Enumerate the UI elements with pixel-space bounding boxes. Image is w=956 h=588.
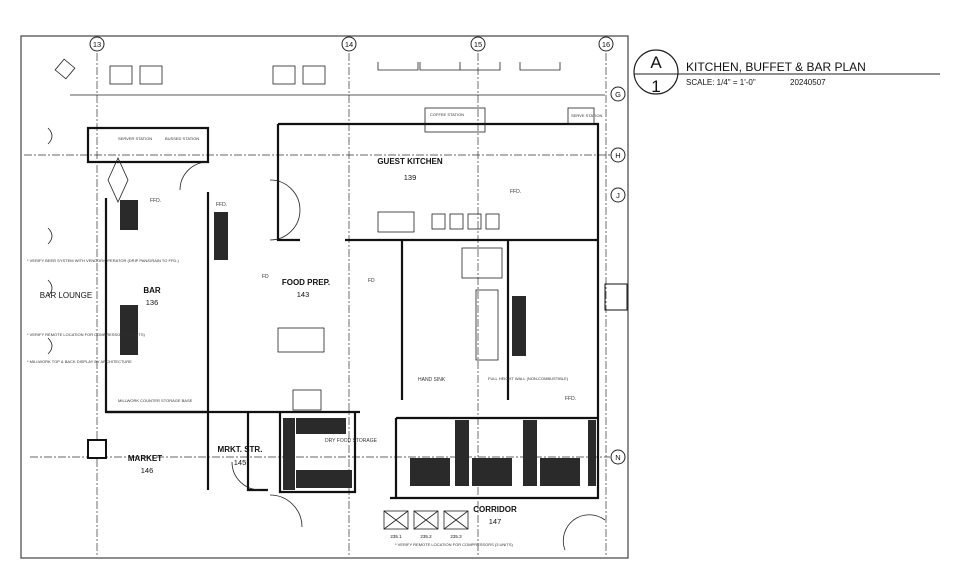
room-market: MARKET — [128, 454, 162, 463]
equipment-shelving — [120, 200, 596, 490]
doors — [47, 127, 606, 551]
svg-text:14: 14 — [345, 40, 353, 49]
grid-bubble-H: H — [610, 147, 626, 163]
drawing-title: KITCHEN, BUFFET & BAR PLAN — [686, 60, 866, 74]
svg-text:G: G — [615, 90, 621, 99]
detail-number: 1 — [651, 77, 660, 96]
label-fd: FD — [262, 274, 269, 280]
grid-lines — [24, 53, 610, 555]
dining-tables — [54, 58, 561, 85]
label-bussing-station: BUSSED STATION — [165, 136, 199, 141]
grid-bubble-15: 15 — [470, 36, 486, 52]
room-number: 145 — [234, 458, 247, 467]
cooking-line — [377, 211, 500, 233]
label-coffee-station: COFFEE STATION — [430, 112, 464, 117]
room-guest-kitchen: GUEST KITCHEN — [377, 157, 443, 166]
grid-bubble-J: J — [610, 187, 626, 203]
grid-bubble-13: 13 — [89, 36, 105, 52]
grid-bubble-N: N — [610, 449, 626, 465]
svg-text:15: 15 — [474, 40, 482, 49]
drawing-scale: SCALE: 1/4" = 1'-0" — [686, 78, 756, 87]
structural-column — [87, 439, 107, 459]
grid-bubble-16: 16 — [598, 36, 614, 52]
coffee-station — [424, 107, 486, 133]
svg-text:H: H — [615, 151, 620, 160]
room-number: 143 — [297, 290, 310, 299]
room-bar: BAR — [143, 286, 161, 295]
drawing-date: 20240507 — [790, 78, 826, 87]
svg-text:13: 13 — [93, 40, 101, 49]
note-compressors-bar: * VERIFY REMOTE LOCATION FOR COMPRESSORS… — [27, 332, 146, 337]
walls — [86, 122, 600, 500]
label-serve-station: SERVE STATION — [571, 113, 602, 118]
drawing-border — [20, 35, 629, 559]
note-millwork-counter: MILLWORK COUNTER STORAGE BASE — [118, 398, 193, 403]
label-ffd: FFD. — [510, 189, 521, 195]
svg-text:16: 16 — [602, 40, 610, 49]
room-food-prep: FOOD PREP. — [282, 278, 330, 287]
equipment-tag: 235.3 — [450, 534, 462, 539]
label-fd: FD — [368, 278, 375, 284]
note-millwork: * MILLWORK TOP & BACK DISPLAY BY ARCHITE… — [27, 359, 132, 364]
room-corridor: CORRIDOR — [473, 505, 517, 514]
grid-bubble-G: G — [610, 86, 626, 102]
note-full-height-wall: FULL HEIGHT WALL (NON-COMBUSTIBLE) — [488, 376, 569, 381]
detail-letter: A — [650, 53, 662, 72]
serve-station — [567, 107, 595, 125]
note-beer-system: * VERIFY BEER SYSTEM WITH VENDOR/OPERATO… — [27, 258, 179, 263]
equipment-tag: 235.2 — [420, 534, 432, 539]
room-number: 139 — [404, 173, 417, 182]
remote-compressors — [383, 510, 469, 530]
room-number: 136 — [146, 298, 159, 307]
label-ffd: FFD. — [150, 198, 161, 204]
label-hand-sink: HAND SINK — [418, 377, 446, 383]
grid-bubble-14: 14 — [341, 36, 357, 52]
structural-column — [604, 283, 628, 311]
room-number: 146 — [141, 466, 154, 475]
room-bar-lounge: BAR LOUNGE — [40, 291, 92, 300]
equipment-tag: 235.1 — [390, 534, 402, 539]
room-number: 147 — [489, 517, 502, 526]
note-compressors: * VERIFY REMOTE LOCATION FOR COMPRESSORS… — [395, 542, 514, 547]
svg-text:N: N — [615, 453, 620, 462]
label-ffd: FFD. — [565, 396, 576, 402]
room-market-storage: MRKT. STR. — [218, 445, 263, 454]
label-server-station: SERVER STATION — [118, 136, 152, 141]
title-block: A 1 KITCHEN, BUFFET & BAR PLAN SCALE: 1/… — [633, 49, 940, 96]
label-ffd: FFD. — [216, 202, 227, 208]
room-dry-food-storage: DRY FOOD STORAGE — [325, 438, 378, 444]
svg-text:J: J — [616, 191, 620, 200]
